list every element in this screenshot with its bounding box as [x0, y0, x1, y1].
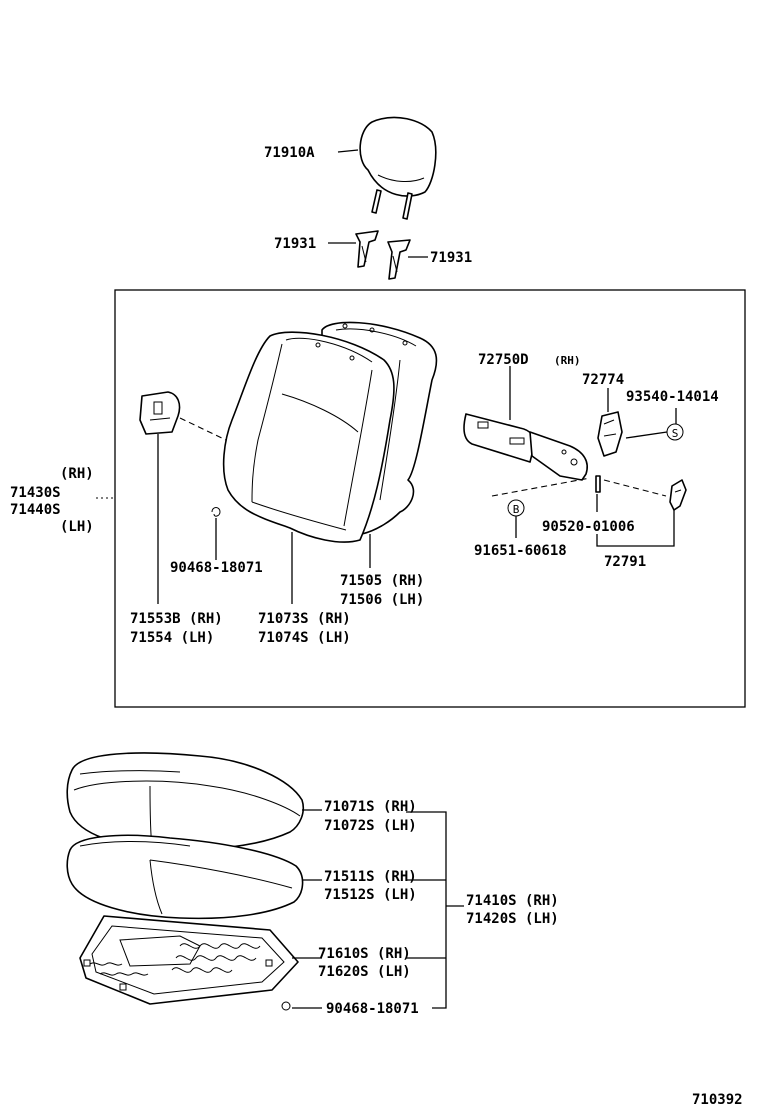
label-cushion-cover-rh: 71071S (RH) [324, 799, 417, 815]
label-spring-rh: 71610S (RH) [318, 946, 411, 962]
label-back-assy-lh: 71440S [10, 502, 61, 518]
label-pad-back-rh: 71505 (RH) [340, 573, 424, 589]
headrest-guide-left [355, 230, 379, 268]
label-cushion-cover-lh: 71072S (LH) [324, 818, 417, 834]
label-hinge-tag: (RH) [554, 354, 581, 367]
recline-knob [669, 479, 687, 511]
label-guide-left: 71931 [274, 236, 316, 252]
label-clip-back: 90468-18071 [170, 560, 263, 576]
label-recliner-cover-rh: 71553B (RH) [130, 611, 223, 627]
headrest [359, 116, 437, 220]
knob-dash [603, 479, 667, 497]
label-recliner-cover-lh: 71554 (LH) [130, 630, 214, 646]
clip-cushion-symbol [281, 1001, 291, 1011]
knob-bracket [596, 510, 675, 547]
label-back-assy-rh-tag: (RH) [60, 466, 94, 482]
label-bolt: 90520-01006 [542, 519, 635, 535]
clip-back-symbol [211, 507, 221, 517]
label-cushion-pad-lh: 71512S (LH) [324, 887, 417, 903]
label-cover-back-lh: 71074S (LH) [258, 630, 351, 646]
label-cushion-assy-rh: 71410S (RH) [466, 893, 559, 909]
diagram-number: 710392 [692, 1092, 743, 1108]
label-back-assy-lh-tag: (LH) [60, 519, 94, 535]
label-rivet: 91651-60618 [474, 543, 567, 559]
hinge-pin [595, 475, 601, 493]
label-screw: 93540-14014 [626, 389, 719, 405]
cushion-cover [66, 752, 305, 850]
seatback-cover [222, 331, 395, 543]
label-hinge: 72750D [478, 352, 529, 368]
rivet-marker: B [507, 499, 525, 517]
svg-text:B: B [513, 503, 520, 516]
recliner-dash [179, 417, 227, 441]
recliner-cover [139, 391, 181, 435]
label-guide-right: 71931 [430, 250, 472, 266]
label-cushion-assy-lh: 71420S (LH) [466, 911, 559, 927]
label-back-assy-rh: 71430S [10, 485, 61, 501]
label-knob: 72791 [604, 554, 646, 570]
svg-text:S: S [672, 427, 679, 440]
cushion-pad [66, 834, 304, 920]
rivet-dash [491, 477, 591, 497]
label-pad-back-lh: 71506 (LH) [340, 592, 424, 608]
headrest-guide-right [387, 239, 411, 280]
screw-arrow [625, 431, 668, 439]
cushion-spring-frame [79, 915, 299, 1005]
recliner-hinge [463, 413, 588, 481]
screw-marker: S [666, 423, 684, 441]
label-cushion-pad-rh: 71511S (RH) [324, 869, 417, 885]
cushion-assy-bracket [406, 811, 447, 1009]
label-clip-cushion: 90468-18071 [326, 1001, 419, 1017]
hinge-cover [597, 411, 623, 457]
label-cover-back-rh: 71073S (RH) [258, 611, 351, 627]
seatback-group-box [114, 289, 746, 708]
label-cover-part: 72774 [582, 372, 624, 388]
label-headrest: 71910A [264, 145, 315, 161]
headrest-leader [337, 149, 359, 153]
label-spring-lh: 71620S (LH) [318, 964, 411, 980]
